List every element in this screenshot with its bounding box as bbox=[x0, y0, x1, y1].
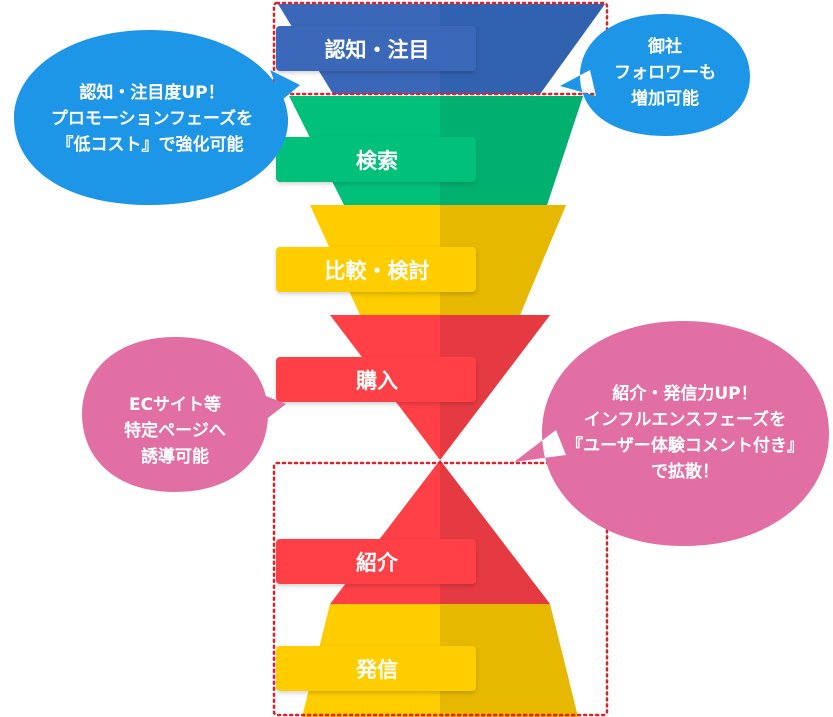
bubble-influence: 紹介・発信力UP！ インフルエンスフェーズを 『ユーザー体験コメント付き』 で拡… bbox=[514, 321, 829, 546]
funnel-layer-awareness-shade bbox=[440, 4, 605, 94]
bubble-followers-line-2: フォロワーも bbox=[614, 63, 716, 83]
stage-label-box-compare bbox=[276, 247, 476, 292]
bubble-ec-shape bbox=[82, 337, 286, 492]
bubble-followers: 御社 フォロワーも 増加可能 bbox=[560, 14, 750, 136]
stage-label-box-referral bbox=[276, 539, 476, 584]
bubble-awareness-shape bbox=[14, 30, 300, 205]
bubble-ec-line-2: 特定ページへ bbox=[124, 420, 226, 441]
bubble-awareness: 認知・注目度UP！ プロモーションフェーズを 『低コスト』で強化可能 bbox=[14, 30, 300, 205]
highlight-inverse bbox=[272, 461, 609, 717]
stage-label-compare: 比較・検討 bbox=[325, 259, 430, 283]
funnel-layer-purchase-shade bbox=[440, 315, 550, 460]
bubble-awareness-line-1: 認知・注目度UP！ bbox=[79, 82, 224, 103]
bubble-ec-line-3: 誘導可能 bbox=[141, 446, 209, 467]
bubble-awareness-line-2: プロモーションフェーズを bbox=[51, 108, 253, 129]
bubble-followers-line-1: 御社 bbox=[647, 36, 682, 57]
stage-label-broadcast: 発信 bbox=[355, 658, 398, 682]
bubble-influence-line-2: インフルエンスフェーズを bbox=[584, 409, 786, 430]
bubble-followers-shape bbox=[560, 14, 750, 136]
stage-label-awareness: 認知・注目 bbox=[325, 38, 430, 62]
bubble-followers-line-3: 増加可能 bbox=[631, 88, 699, 109]
bubble-influence-shape bbox=[514, 321, 829, 546]
bubble-influence-line-4: で拡散！ bbox=[651, 461, 719, 482]
bubble-awareness-line-3: 『低コスト』で強化可能 bbox=[57, 134, 244, 155]
stage-labels: 認知・注目 検索 比較・検討 購入 紹介 発信 bbox=[276, 26, 476, 691]
stage-label-referral: 紹介 bbox=[356, 551, 399, 575]
bubble-ec: ECサイト等 特定ページへ 誘導可能 bbox=[82, 337, 286, 492]
bubble-influence-line-1: 紹介・発信力UP！ bbox=[612, 383, 757, 404]
stage-label-box-broadcast bbox=[276, 646, 476, 691]
stage-label-purchase: 購入 bbox=[355, 369, 398, 393]
bubble-influence-line-3: 『ユーザー体験コメント付き』 bbox=[566, 435, 804, 456]
stage-label-box-purchase bbox=[276, 357, 476, 402]
bubble-ec-line-1: ECサイト等 bbox=[129, 394, 221, 415]
stage-label-box-search bbox=[276, 137, 476, 182]
stage-label-search: 検索 bbox=[356, 149, 398, 173]
stage-label-box-awareness bbox=[276, 26, 476, 71]
